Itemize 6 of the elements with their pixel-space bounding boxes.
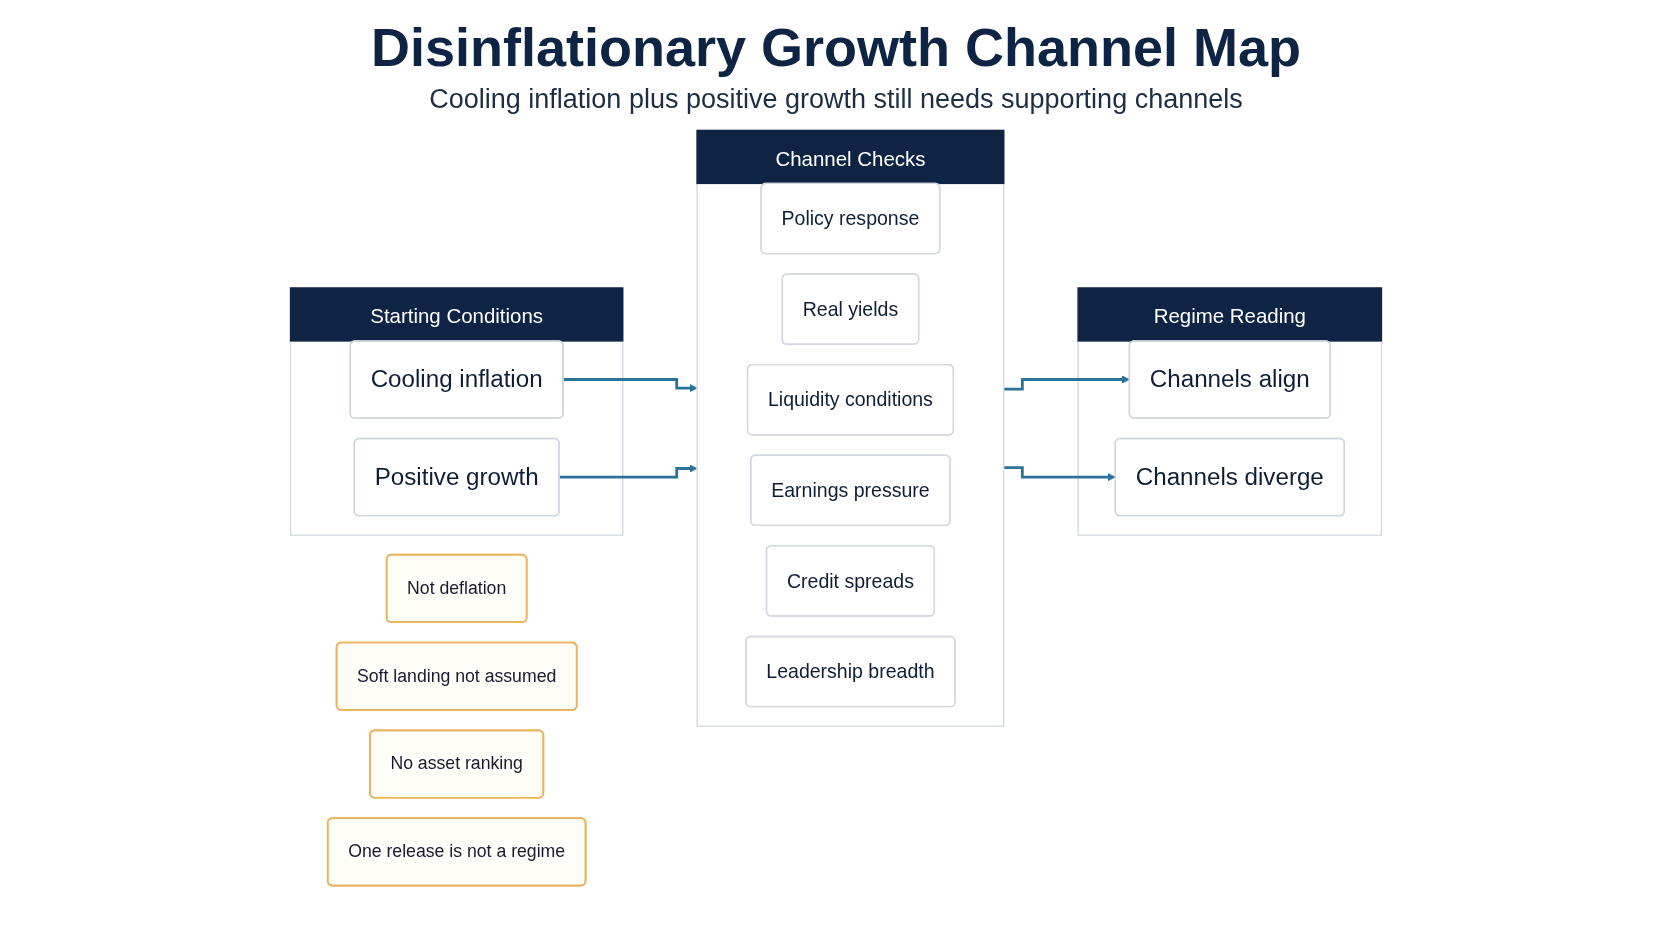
arrow [1003, 375, 1130, 391]
arrow [559, 464, 698, 479]
arrow [1003, 466, 1116, 482]
title: Disinflationary Growth Channel Map [370, 16, 1302, 78]
arrow [563, 378, 698, 393]
subtitle: Cooling inflation plus positive growth still needs supporting channels [429, 84, 1243, 115]
